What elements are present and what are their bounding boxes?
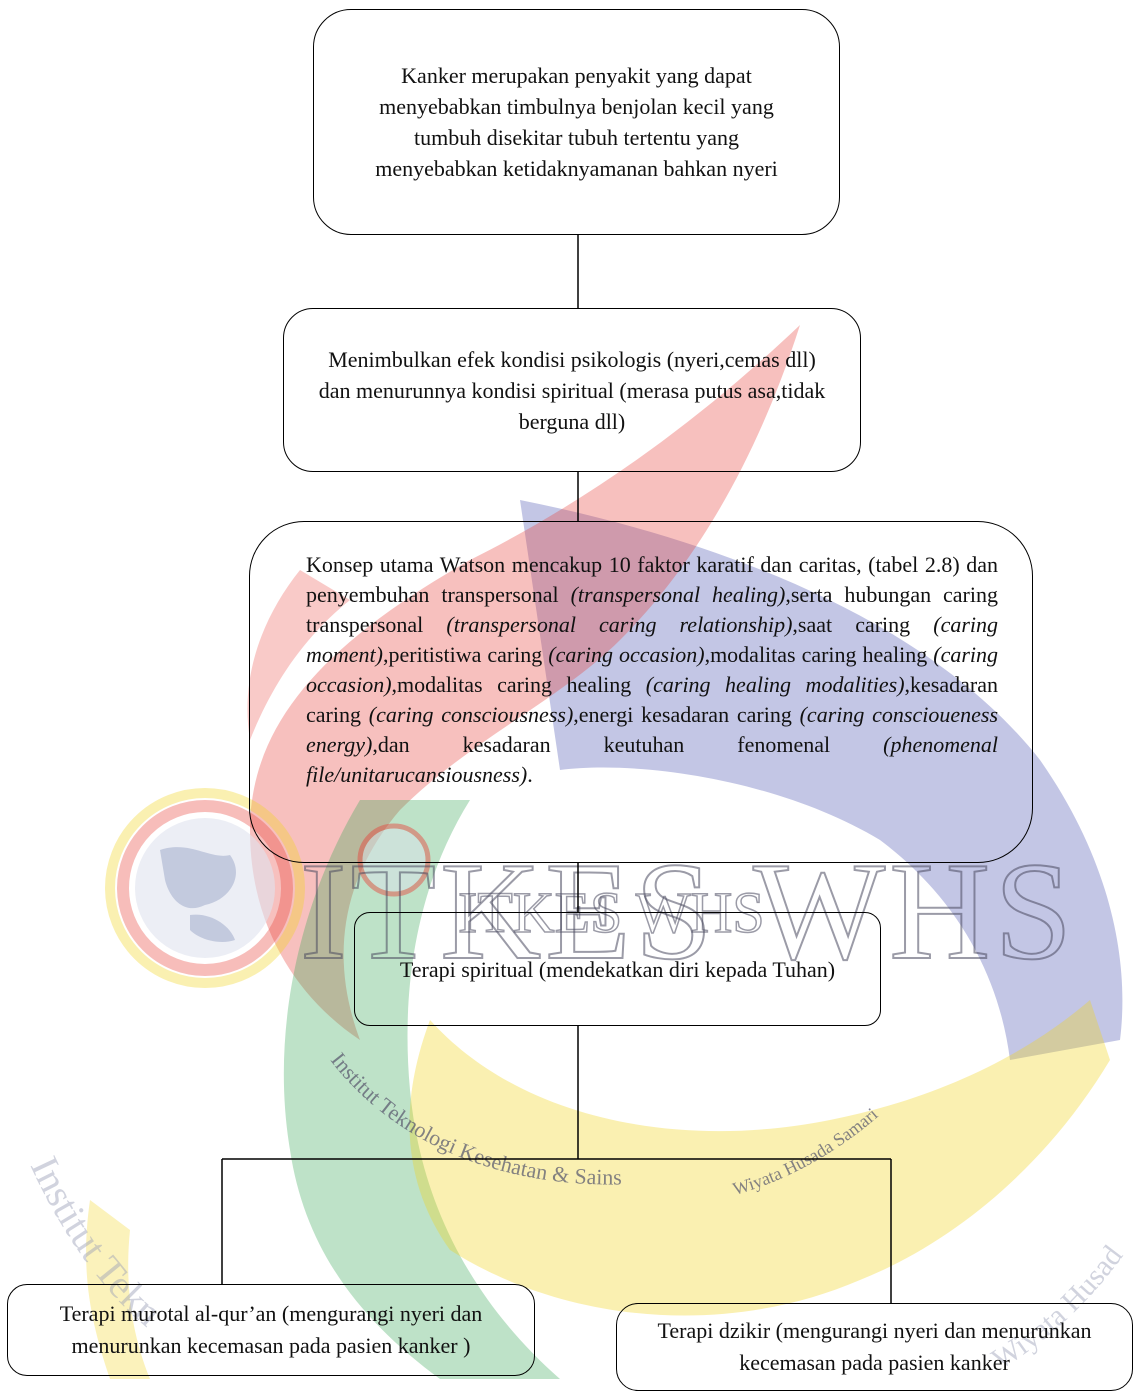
watermark-green-swoosh <box>283 800 560 1379</box>
node-murotal-therapy: Terapi murotal al-qur’an (mengurangi nye… <box>7 1284 535 1376</box>
watson-text-segment: ,saat caring <box>792 612 934 637</box>
watermark-yellow-swoosh <box>409 1000 1110 1316</box>
node-dzikir-text: Terapi dzikir (mengurangi nyeri dan menu… <box>657 1318 1092 1375</box>
globe-emblem-small-icon <box>357 823 431 897</box>
watson-text-segment: ,kesadaran caring <box>306 672 998 727</box>
watson-text-segment: Konsep utama Watson mencakup 10 faktor k… <box>306 552 998 607</box>
watson-text-segment: ,energi kesadaran caring <box>573 702 800 727</box>
node-spiritual-therapy: Terapi spiritual (mendekatkan diri kepad… <box>354 912 881 1026</box>
watermark-brand-large: ITKES WHS <box>300 834 1076 989</box>
node-effect-text: Menimbulkan efek kondisi psikologis (nye… <box>318 346 826 434</box>
node-spiritual-text: Terapi spiritual (mendekatkan diri kepad… <box>399 956 836 982</box>
watson-term-italic: (phenomenal file/unitarucansiousness) <box>306 732 998 787</box>
node-watson-concept: Konsep utama Watson mencakup 10 faktor k… <box>249 521 1033 863</box>
watson-text-segment: ,peritistiwa caring <box>382 642 549 667</box>
node-effect: Menimbulkan efek kondisi psikologis (nye… <box>283 308 861 472</box>
watson-text-segment: . <box>527 762 533 787</box>
watson-term-italic: (caring healing modalities) <box>645 672 905 697</box>
watson-term-italic: (transpersonal healing) <box>570 582 786 607</box>
node-dzikir-therapy: Terapi dzikir (mengurangi nyeri dan menu… <box>616 1303 1133 1391</box>
watson-term-italic: (caring occasion) <box>548 642 705 667</box>
watson-term-italic: (caring moment) <box>306 612 999 667</box>
watson-text-segment: ,modalitas caring healing <box>704 642 934 667</box>
watermark-blue-swoosh <box>520 500 1123 1060</box>
watson-text-segment: ,modalitas caring healing <box>391 672 646 697</box>
watson-term-italic: (transpersonal caring relationship) <box>446 612 793 637</box>
watson-text-segment: ,serta hubungan caring transpersonal <box>306 582 998 637</box>
globe-emblem-icon <box>105 788 305 988</box>
watermark-red-flame <box>250 325 800 1040</box>
node-murotal-text: Terapi murotal al-qur’an (mengurangi nye… <box>59 1301 483 1358</box>
node-cancer: Kanker merupakan penyakit yang dapat men… <box>313 9 840 235</box>
node-watson-text: Konsep utama Watson mencakup 10 faktor k… <box>306 550 998 790</box>
watson-term-italic: (caring consciousness) <box>368 702 574 727</box>
watson-term-italic: (caring occasion) <box>306 642 999 697</box>
watson-term-italic: (caring conscioueness energy) <box>306 702 999 757</box>
node-cancer-text: Kanker merupakan penyakit yang dapat men… <box>375 63 778 181</box>
watson-text-segment: ,dan kesadaran keutuhan fenomenal <box>372 732 884 757</box>
